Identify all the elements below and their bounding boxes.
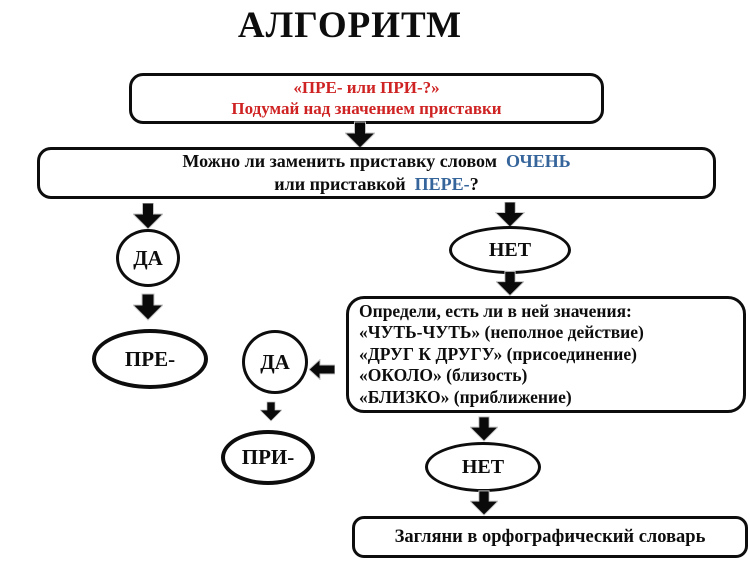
node-pre-label: ПРЕ- — [124, 346, 176, 371]
left-arrow-icon — [309, 359, 335, 380]
down-arrow-icon — [470, 490, 498, 516]
start-box-line2: Подумай над значением приставки — [231, 99, 502, 119]
meanings-box: Определи, есть ли в ней значения: «ЧУТЬ-… — [346, 296, 746, 413]
meanings-item: «БЛИЗКО» (приближение) — [359, 386, 572, 407]
question-line2-tail: ? — [469, 173, 479, 194]
dictionary-box: Загляни в орфографический словарь — [352, 516, 748, 558]
start-box-line1: «ПРЕ- или ПРИ-?» — [293, 77, 440, 97]
start-box: «ПРЕ- или ПРИ-?» Подумай над значением п… — [129, 73, 604, 124]
down-arrow-icon — [133, 203, 163, 229]
meanings-item: «ДРУГ К ДРУГУ» (присоединение) — [359, 343, 637, 364]
node-no-bottom-label: НЕТ — [461, 455, 505, 478]
node-pri-label: ПРИ- — [241, 445, 295, 469]
down-arrow-icon — [133, 293, 163, 321]
down-arrow-icon — [260, 401, 282, 422]
page-title: АЛГОРИТМ — [237, 5, 463, 46]
node-yes-middle: ДА — [242, 330, 308, 394]
down-arrow-icon — [496, 271, 524, 296]
question-line2: или приставкой ПЕРЕ-? — [274, 174, 478, 195]
question-line1-text: Можно ли заменить приставку словом — [182, 151, 497, 172]
down-arrow-icon — [345, 121, 375, 149]
question-line1-highlight: ОЧЕНЬ — [505, 151, 571, 172]
node-no-bottom: НЕТ — [425, 442, 541, 492]
node-pri-result: ПРИ- — [221, 430, 315, 485]
question-line1: Можно ли заменить приставку словом ОЧЕНЬ — [182, 151, 570, 172]
meanings-item: «ЧУТЬ-ЧУТЬ» (неполное действие) — [359, 322, 644, 343]
node-no-top-label: НЕТ — [488, 238, 532, 261]
node-yes-left: ДА — [116, 229, 180, 287]
down-arrow-icon — [470, 416, 498, 442]
node-yes-middle-label: ДА — [260, 349, 290, 374]
node-no-top: НЕТ — [449, 226, 571, 274]
question-line2-text: или приставкой — [274, 173, 406, 194]
meanings-item: «ОКОЛО» (близость) — [359, 365, 528, 386]
node-yes-left-label: ДА — [133, 245, 163, 270]
down-arrow-icon — [495, 202, 525, 227]
question-line2-highlight: ПЕРЕ- — [414, 173, 470, 194]
meanings-heading: Определи, есть ли в ней значения: — [359, 300, 632, 321]
dictionary-label: Загляни в орфографический словарь — [394, 526, 706, 547]
node-pre-result: ПРЕ- — [92, 329, 208, 389]
